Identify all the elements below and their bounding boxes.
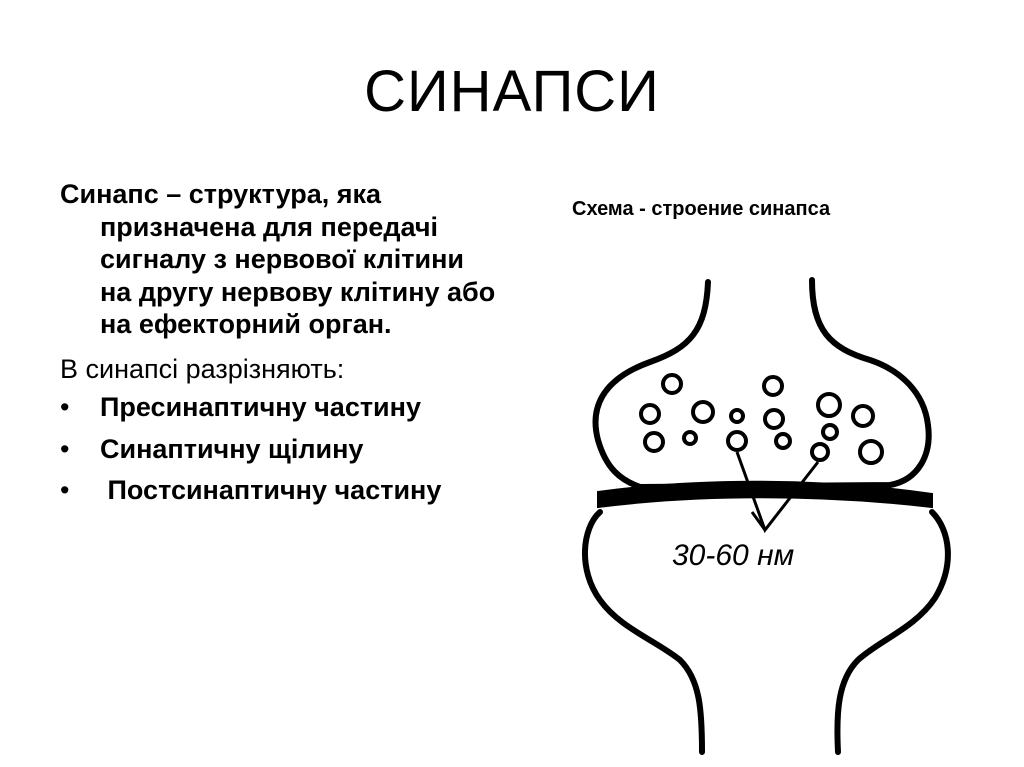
gap-label: 30-60 нм	[672, 539, 794, 572]
bullet-text: Постсинаптичну частину	[100, 475, 442, 505]
bullet-item-presynaptic: • Пресинаптичну частину	[60, 391, 500, 424]
vesicle	[774, 432, 792, 450]
bullet-dot: •	[60, 392, 70, 422]
postsynaptic-membrane-right	[834, 509, 951, 755]
slide-title: СИНАПСИ	[364, 59, 660, 124]
vesicle	[810, 442, 830, 462]
vesicle	[691, 400, 715, 424]
definition: Синапс – структура, яка призначена для п…	[60, 178, 500, 341]
label-pointer-tail	[750, 511, 767, 531]
presynaptic-membrane	[592, 277, 932, 490]
vesicle	[821, 423, 839, 441]
vesicle	[661, 373, 683, 395]
vesicle	[762, 375, 784, 397]
vesicle	[639, 403, 661, 425]
vesicle	[643, 431, 665, 453]
diagram-caption: Схема - строение синапса	[572, 198, 831, 220]
vesicle	[729, 408, 745, 424]
vesicle	[851, 404, 875, 428]
vesicle	[726, 430, 748, 452]
definition-rest: призначена для передачі сигналу з нервов…	[100, 211, 496, 340]
synaptic-vesicles	[639, 373, 884, 465]
synapse-diagram: 30-60 нм	[581, 277, 951, 755]
bullet-text: Синаптичну щілину	[100, 433, 364, 464]
synaptic-cleft	[597, 480, 933, 509]
definition-first-line: Синапс – структура, яка	[60, 179, 382, 209]
vesicle	[816, 392, 842, 418]
vesicle	[858, 439, 884, 465]
postsynaptic-membrane	[581, 509, 705, 755]
text-column: Синапс – структура, яка призначена для п…	[60, 178, 500, 516]
bullet-text: Пресинаптичну частину	[100, 392, 421, 422]
bullet-dot: •	[60, 475, 70, 505]
bullet-item-postsynaptic: • Постсинаптичну частину	[60, 474, 500, 507]
bullet-list: • Пресинаптичну частину • Синаптичну щіл…	[60, 391, 500, 507]
intro-text: В синапсі разрізняють:	[60, 353, 345, 384]
bullet-item-cleft: • Синаптичну щілину	[60, 433, 500, 466]
bullet-dot: •	[60, 433, 70, 464]
vesicle	[682, 430, 698, 446]
vesicle	[763, 408, 785, 430]
